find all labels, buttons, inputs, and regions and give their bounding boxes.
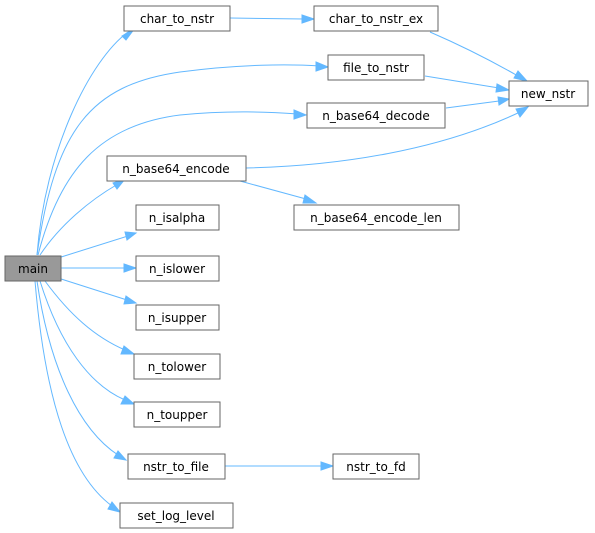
node-label-nstr_to_fd: nstr_to_fd	[346, 460, 405, 474]
edge-n_base64_decode-new_nstr	[445, 96, 511, 109]
edge-main-n_toupper	[39, 280, 136, 405]
node-label-nstr_to_file: nstr_to_file	[143, 460, 209, 474]
edge-nstr_to_file-nstr_to_fd	[225, 461, 335, 471]
node-label-n_base64_decode: n_base64_decode	[322, 109, 429, 123]
node-label-char_to_nstr_ex: char_to_nstr_ex	[329, 12, 423, 26]
node-label-n_islower: n_islower	[149, 262, 205, 276]
node-file_to_nstr[interactable]: file_to_nstr	[327, 54, 425, 81]
node-nstr_to_fd[interactable]: nstr_to_fd	[332, 453, 420, 480]
node-label-new_nstr: new_nstr	[521, 87, 575, 101]
node-main[interactable]: main	[4, 255, 62, 282]
node-n_base64_encode_len[interactable]: n_base64_encode_len	[293, 204, 460, 231]
call-edges	[34, 14, 530, 513]
node-label-char_to_nstr: char_to_nstr	[140, 12, 214, 26]
edge-main-nstr_to_file	[36, 280, 128, 461]
node-n_isalpha[interactable]: n_isalpha	[135, 204, 220, 231]
edge-main-n_islower	[61, 263, 138, 273]
edge-main-n_base64_encode	[39, 177, 127, 256]
edge-main-n_tolower	[44, 280, 136, 355]
edge-char_to_nstr-char_to_nstr_ex	[229, 14, 316, 24]
node-n_toupper[interactable]: n_toupper	[133, 401, 221, 428]
edge-n_base64_encode-n_base64_encode_len	[239, 180, 318, 204]
node-n_tolower[interactable]: n_tolower	[133, 353, 221, 380]
edge-file_to_nstr-new_nstr	[424, 75, 511, 93]
node-label-n_isalpha: n_isalpha	[149, 211, 205, 225]
node-label-set_log_level: set_log_level	[137, 509, 214, 523]
function-nodes: main char_to_nstr char_to_nstr_ex file_t…	[4, 5, 589, 529]
edge-char_to_nstr_ex-new_nstr	[429, 31, 529, 82]
node-char_to_nstr_ex[interactable]: char_to_nstr_ex	[313, 5, 439, 32]
node-n_islower[interactable]: n_islower	[135, 255, 220, 282]
edge-n_base64_encode-new_nstr	[245, 106, 530, 169]
edge-main-set_log_level	[34, 280, 122, 513]
node-label-main: main	[18, 262, 48, 276]
node-nstr_to_file[interactable]: nstr_to_file	[127, 453, 226, 480]
node-char_to_nstr[interactable]: char_to_nstr	[123, 5, 231, 32]
node-n_base64_encode[interactable]: n_base64_encode	[106, 155, 247, 182]
node-label-n_toupper: n_toupper	[147, 408, 208, 422]
node-new_nstr[interactable]: new_nstr	[508, 80, 589, 107]
node-set_log_level[interactable]: set_log_level	[119, 502, 234, 529]
edge-main-file_to_nstr	[36, 61, 330, 256]
node-n_base64_decode[interactable]: n_base64_decode	[306, 102, 446, 129]
edge-main-n_base64_decode	[37, 109, 308, 256]
edge-main-n_isalpha	[57, 231, 138, 259]
edge-main-n_isupper	[57, 277, 138, 305]
node-label-file_to_nstr: file_to_nstr	[343, 61, 409, 75]
node-label-n_base64_encode: n_base64_encode	[122, 162, 229, 176]
node-label-n_base64_encode_len: n_base64_encode_len	[310, 211, 442, 225]
node-n_isupper[interactable]: n_isupper	[135, 304, 220, 331]
node-label-n_isupper: n_isupper	[148, 311, 206, 325]
edge-main-char_to_nstr	[36, 27, 136, 256]
node-label-n_tolower: n_tolower	[148, 360, 207, 374]
